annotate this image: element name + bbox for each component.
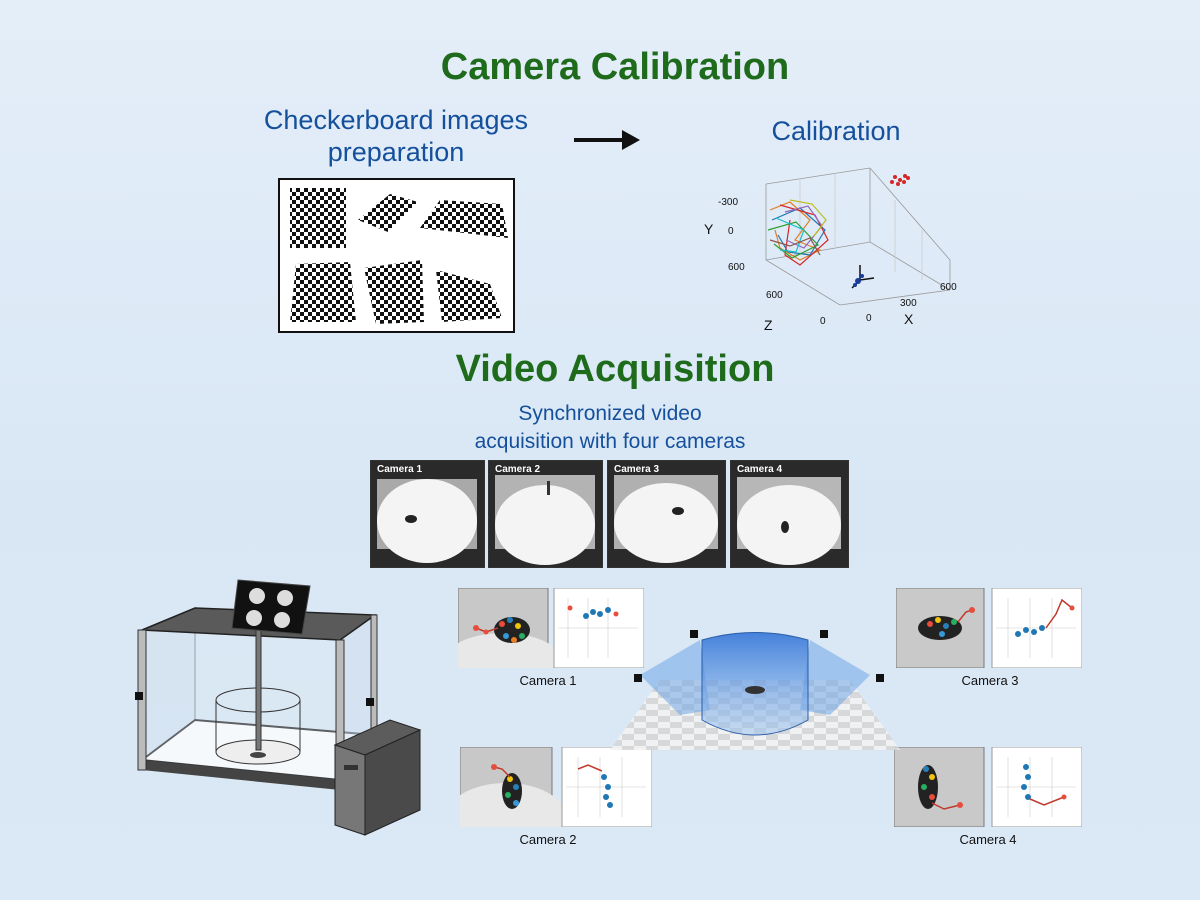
camera-frame-1-label: Camera 1 xyxy=(377,464,423,475)
x-tick-0: 0 xyxy=(866,313,872,324)
z-axis-label: Z xyxy=(764,317,773,333)
checkerboard-images-panel xyxy=(278,178,515,333)
camera-panel-3-caption: Camera 3 xyxy=(961,673,1019,688)
camera-frame-2: Camera 2 xyxy=(488,460,603,568)
z-tick-0: 0 xyxy=(820,316,826,327)
checkerboard-images xyxy=(290,188,508,324)
camera-panel-2 xyxy=(460,747,652,827)
acquisition-title: Video Acquisition xyxy=(455,348,775,390)
x-axis-label: X xyxy=(904,311,914,327)
arena-view-2 xyxy=(489,461,602,567)
checkerboard-label: Checkerboard images preparation xyxy=(236,104,556,168)
camera-panel-4 xyxy=(894,747,1082,827)
camera-axes-marker xyxy=(851,265,875,289)
camera-frame-3-label: Camera 3 xyxy=(614,464,660,475)
x-tick-600: 600 xyxy=(940,282,957,293)
view-cone-right xyxy=(800,640,870,715)
camera-panel-4-caption: Camera 4 xyxy=(959,832,1017,847)
x-tick-300: 300 xyxy=(900,298,917,309)
y-tick-0: 0 xyxy=(728,226,734,237)
camera-frame-1: Camera 1 xyxy=(370,460,485,568)
camera-frame-2-label: Camera 2 xyxy=(495,464,541,475)
camera-frame-4-label: Camera 4 xyxy=(737,464,783,475)
cylinder-arena xyxy=(701,632,809,736)
y-tick-600: 600 xyxy=(728,262,745,273)
z-tick-600: 600 xyxy=(766,290,783,301)
red-marker-cluster xyxy=(890,174,910,186)
arrow-right-icon xyxy=(574,130,640,150)
checkerboard-label-line1: Checkerboard images xyxy=(263,105,529,135)
arena-schematic xyxy=(610,630,900,750)
camera-board xyxy=(231,579,311,635)
camera-frame-4: Camera 4 xyxy=(730,460,849,568)
acquisition-subtitle-line2: acquisition with four cameras xyxy=(474,430,746,453)
arena-view-3 xyxy=(608,461,725,567)
camera-frame-3: Camera 3 xyxy=(607,460,726,568)
calibration-title: Camera Calibration xyxy=(440,46,790,88)
y-tick-neg300: -300 xyxy=(718,197,738,208)
camera-panel-1-caption: Camera 1 xyxy=(519,673,577,688)
camera-panel-1 xyxy=(458,588,644,668)
pose-markers-2 xyxy=(491,764,519,806)
acquisition-subtitle-line1: Synchronized video xyxy=(518,402,702,425)
camera-panel-2-caption: Camera 2 xyxy=(519,832,577,847)
recording-rig-illustration xyxy=(135,579,422,836)
checkerboard-label-line2: preparation xyxy=(327,137,465,167)
view-cone-left xyxy=(640,640,710,715)
checkerboard-2 xyxy=(358,194,418,232)
calibration-label: Calibration xyxy=(771,116,901,146)
checkerboard-4 xyxy=(290,262,356,322)
y-axis-label: Y xyxy=(704,221,714,237)
arena-view-4 xyxy=(731,461,848,567)
checkerboard-6 xyxy=(436,270,502,322)
pose-markers-3 xyxy=(927,607,975,637)
pose-markers-4 xyxy=(921,766,963,810)
arena-view-1 xyxy=(371,461,484,567)
calibration-3d-plot: Y -300 0 600 600 Z 0 0 300 600 X xyxy=(704,167,957,333)
pose-markers-1 xyxy=(473,617,525,643)
camera-panel-3 xyxy=(896,588,1082,668)
checkerboard-1 xyxy=(290,188,346,248)
acquisition-subtitle: Synchronized video acquisition with four… xyxy=(420,400,800,456)
checkerboard-3 xyxy=(420,200,508,238)
checkerboard-5 xyxy=(364,260,424,324)
